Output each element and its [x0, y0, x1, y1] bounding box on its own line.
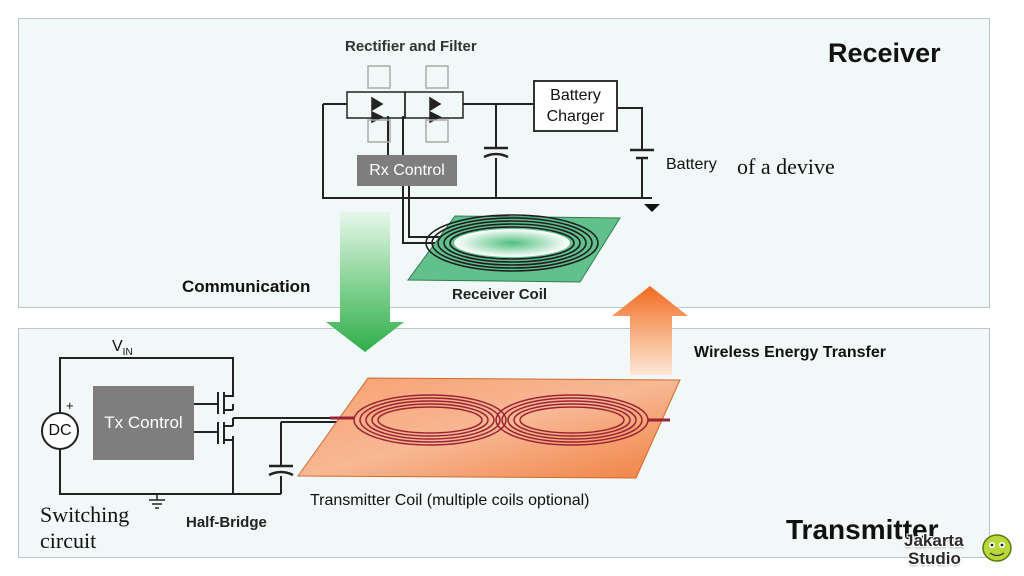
dc-source	[41, 412, 79, 450]
ground-arrow	[644, 204, 660, 212]
wireless-energy-label: Wireless Energy Transfer	[694, 344, 886, 361]
dc-plus: +	[66, 398, 74, 413]
logo-line2: Studio	[908, 549, 961, 568]
ground-symbol	[149, 494, 165, 509]
receiver-coil-pad	[407, 214, 621, 283]
logo-mark	[982, 534, 1012, 562]
transmitter-coil-label: Transmitter Coil (multiple coils optiona…	[310, 492, 590, 509]
vin-sub: IN	[122, 347, 133, 359]
communication-label: Communication	[182, 277, 311, 296]
rx-control-box: Rx Control	[357, 155, 457, 186]
battery-note: of a devive	[737, 154, 835, 179]
vin-label: VIN	[112, 338, 133, 358]
tx-control-box: Tx Control	[93, 386, 194, 460]
receiver-capacitor	[483, 146, 509, 159]
switching-line2: circuit	[40, 528, 97, 553]
transmitter-title: Transmitter	[786, 514, 939, 545]
transmitter-capacitor	[268, 464, 294, 477]
battery-charger-line2: Charger	[546, 108, 605, 125]
dc-label: DC	[48, 422, 72, 439]
receiver-wires	[322, 103, 652, 244]
transmitter-coil-pad	[297, 377, 681, 479]
switching-line1: Switching	[40, 502, 130, 527]
half-bridge-mosfets	[217, 392, 234, 444]
communication-arrow	[326, 212, 404, 352]
rectifier-bridge	[346, 65, 464, 143]
half-bridge-label: Half-Bridge	[186, 514, 267, 531]
battery-charger-box: Battery Charger	[533, 80, 618, 132]
rectifier-label: Rectifier and Filter	[345, 38, 477, 55]
battery-label: Battery	[666, 156, 717, 173]
battery-symbol	[630, 148, 654, 160]
receiver-coil-label: Receiver Coil	[452, 286, 548, 303]
jakarta-studio-logo: Jakarta Studio	[896, 530, 1020, 572]
wireless-energy-arrow	[612, 286, 688, 375]
receiver-title: Receiver	[828, 38, 941, 68]
logo-line1: Jakarta	[904, 531, 964, 550]
battery-charger-line1: Battery	[550, 87, 601, 104]
vin-main: V	[112, 338, 123, 355]
transmitter-wires	[59, 357, 352, 495]
